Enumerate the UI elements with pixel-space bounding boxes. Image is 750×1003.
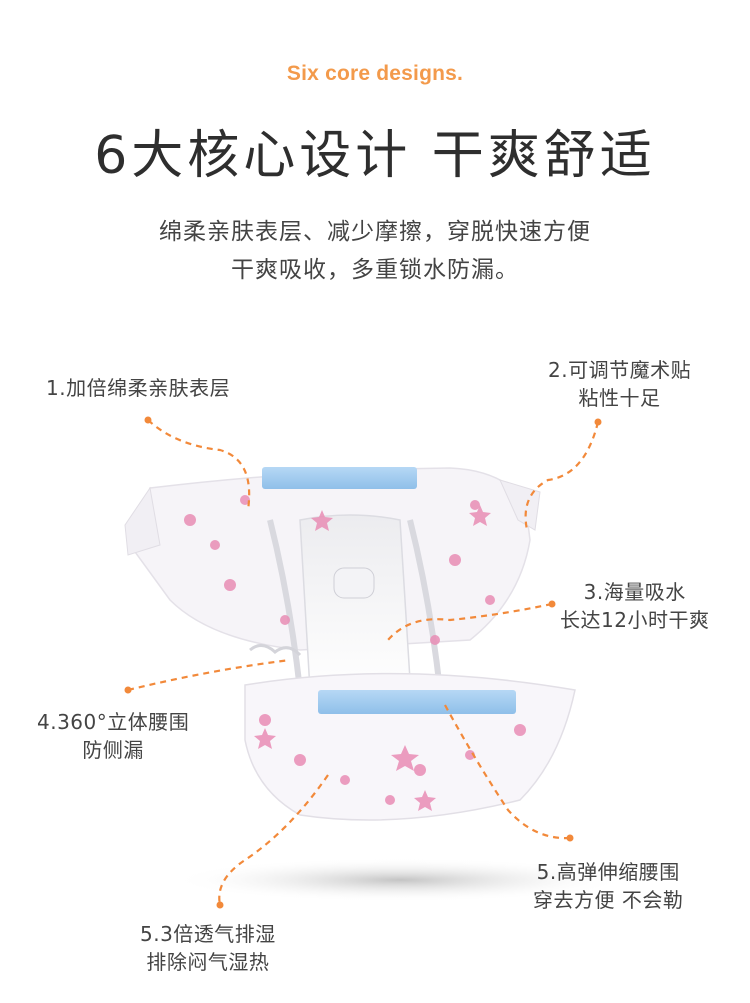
callout-line-4: [127, 658, 291, 692]
feature-callout-5a: 5.高弹伸缩腰围 穿去方便 不会勒: [533, 858, 683, 914]
feature-2-line-2: 粘性十足: [578, 386, 661, 410]
ground-shadow: [170, 858, 630, 902]
pink-print-pattern: [184, 495, 526, 811]
right-tab: [499, 479, 541, 531]
feature-3-line-2: 长达12小时干爽: [560, 608, 710, 632]
feature-callout-4: 4.360°立体腰围 防侧漏: [37, 708, 189, 764]
callout-line-2: [524, 421, 600, 531]
feature-callout-5b: 5.3倍透气排湿 排除闷气湿热: [140, 920, 276, 976]
callout-line-5a: [444, 704, 571, 840]
left-leg-cuff: [267, 519, 303, 691]
feature-callout-3: 3.海量吸水 长达12小时干爽: [560, 578, 709, 634]
feature-2-line-1: 2.可调节魔术贴: [548, 358, 692, 382]
right-leg-cuff: [407, 519, 443, 691]
page-title: 6大核心设计 干爽舒适: [94, 126, 656, 186]
callout-lines: [127, 419, 600, 906]
feature-5b-line-1: 5.3倍透气排湿: [140, 922, 276, 946]
callout-dot-5a: [566, 834, 574, 842]
elastic-waist-frill: [249, 644, 302, 657]
callout-dot-2: [594, 418, 602, 426]
english-subtitle: Six core designs.: [286, 62, 464, 85]
description-line-2: 干爽吸收，多重锁水防漏。: [231, 257, 519, 283]
callout-dot-5b: [216, 901, 224, 909]
feature-5a-line-2: 穿去方便 不会勒: [533, 888, 684, 912]
feature-4-line-1: 4.360°立体腰围: [37, 710, 190, 734]
core-window: [333, 567, 375, 599]
callout-dot-4: [124, 686, 132, 694]
callout-dot-3: [548, 600, 556, 608]
feature-callout-1: 1.加倍绵柔亲肤表层: [46, 374, 230, 402]
callout-dot-1: [144, 416, 152, 424]
feature-5b-line-2: 排除闷气湿热: [146, 950, 270, 974]
absorbent-core: [299, 514, 411, 695]
callout-dots: [124, 416, 602, 909]
feature-1-text: 1.加倍绵柔亲肤表层: [46, 376, 231, 400]
description-line-1: 绵柔亲肤表层、减少摩擦，穿脱快速方便: [159, 219, 591, 245]
feature-5a-line-1: 5.高弹伸缩腰围: [536, 860, 680, 884]
callout-line-3: [387, 602, 553, 641]
left-tab: [124, 486, 161, 556]
callout-line-5b: [218, 774, 329, 906]
callout-line-1: [147, 419, 251, 511]
feature-4-line-2: 防侧漏: [82, 738, 144, 762]
feature-3-line-1: 3.海量吸水: [583, 580, 686, 604]
feature-callout-2: 2.可调节魔术贴 粘性十足: [548, 356, 691, 412]
back-waistband: [262, 467, 417, 489]
front-waistband: [318, 690, 516, 714]
